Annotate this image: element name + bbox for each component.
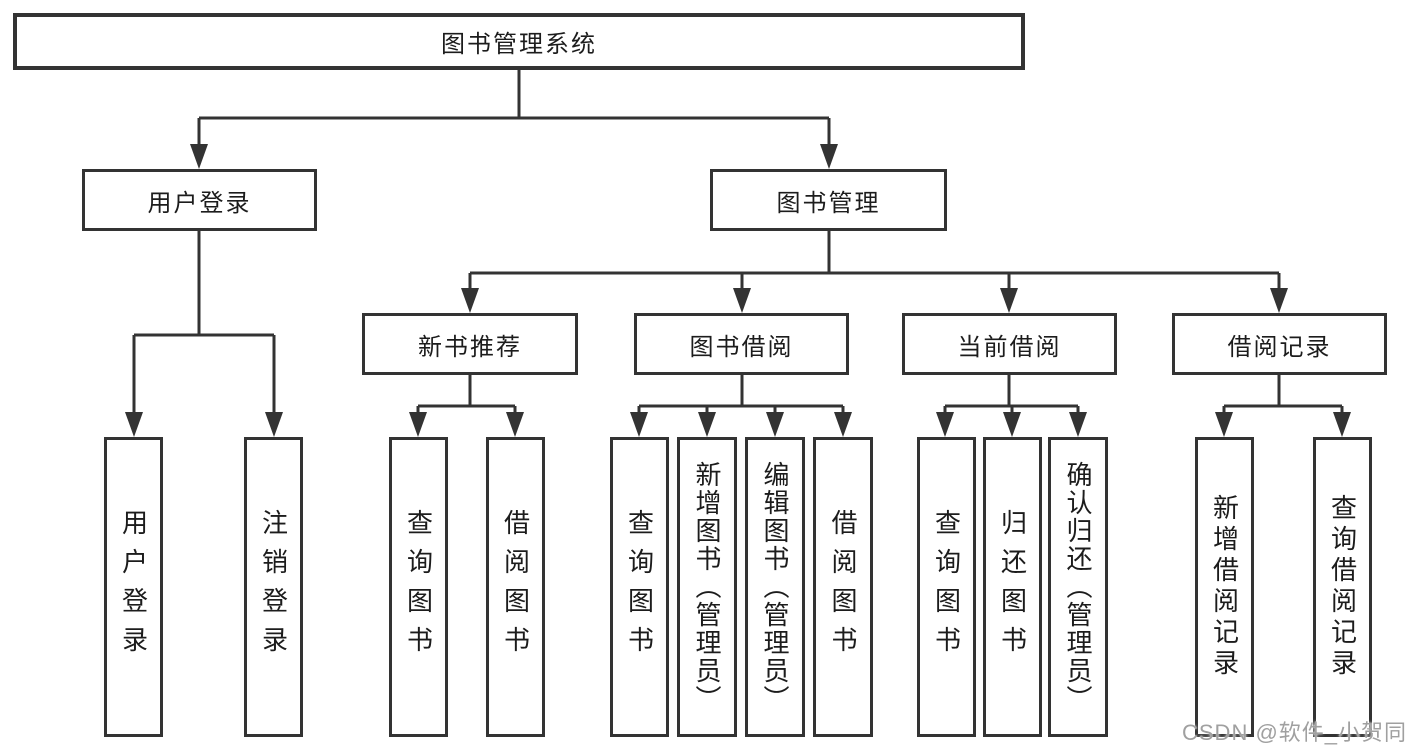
arrowhead — [698, 412, 716, 437]
leaf-label: 查询图书 — [403, 509, 434, 665]
leaf-label: 新增图书（管理员） — [692, 461, 722, 713]
node-label: 当前借阅 — [957, 333, 1062, 361]
leaf-query-books-recommend: 查询图书 — [389, 437, 448, 737]
leaf-label: 确认归还（管理员） — [1063, 461, 1093, 713]
leaf-confirm-return-admin: 确认归还（管理员） — [1048, 437, 1108, 737]
leaf-label: 借阅图书 — [500, 509, 531, 665]
leaf-borrow-books: 借阅图书 — [813, 437, 873, 737]
leaf-query-books-borrow: 查询图书 — [610, 437, 669, 737]
arrowhead — [1333, 412, 1351, 437]
arrowhead — [190, 144, 208, 169]
node-new-book-recommend: 新书推荐 — [362, 313, 578, 375]
leaf-add-books-admin: 新增图书（管理员） — [677, 437, 737, 737]
node-current-borrowing: 当前借阅 — [902, 313, 1117, 375]
arrowhead — [630, 412, 648, 437]
leaf-label: 注销登录 — [258, 509, 289, 665]
leaf-query-books-current: 查询图书 — [917, 437, 976, 737]
leaf-label: 编辑图书（管理员） — [760, 461, 790, 713]
node-label: 用户登录 — [147, 189, 252, 217]
leaf-add-borrow-record: 新增借阅记录 — [1195, 437, 1254, 737]
arrowhead — [1000, 288, 1018, 313]
arrowhead — [1270, 288, 1288, 313]
arrowhead — [936, 412, 954, 437]
leaf-logout: 注销登录 — [244, 437, 303, 737]
leaf-label: 借阅图书 — [828, 509, 858, 665]
leaf-label: 用户登录 — [118, 509, 149, 665]
arrowhead — [409, 412, 427, 437]
node-book-management-system: 图书管理系统 — [13, 13, 1025, 70]
leaf-query-borrow-record: 查询借阅记录 — [1313, 437, 1372, 737]
leaf-label: 查询图书 — [624, 509, 655, 665]
arrowhead — [733, 288, 751, 313]
leaf-label: 新增借阅记录 — [1209, 494, 1240, 680]
node-label: 图书管理 — [776, 189, 881, 217]
node-label: 图书管理系统 — [441, 31, 597, 58]
arrowhead — [766, 412, 784, 437]
node-label: 借阅记录 — [1227, 333, 1332, 361]
leaf-return-books: 归还图书 — [983, 437, 1042, 737]
node-book-management: 图书管理 — [710, 169, 947, 231]
node-borrowing-records: 借阅记录 — [1172, 313, 1387, 375]
arrowhead — [265, 412, 283, 437]
arrowhead — [506, 412, 524, 437]
leaf-label: 查询图书 — [931, 509, 962, 665]
node-label: 图书借阅 — [689, 333, 794, 361]
arrowhead — [1003, 412, 1021, 437]
arrowhead — [1069, 412, 1087, 437]
leaf-edit-books-admin: 编辑图书（管理员） — [745, 437, 805, 737]
node-label: 新书推荐 — [418, 333, 522, 361]
watermark: CSDN @软件_小贺同学 — [1182, 720, 1405, 745]
arrowhead — [834, 412, 852, 437]
leaf-label: 归还图书 — [997, 509, 1028, 665]
arrowhead — [820, 144, 838, 169]
leaf-label: 查询借阅记录 — [1327, 494, 1358, 680]
arrowhead — [125, 412, 143, 437]
node-user-login: 用户登录 — [82, 169, 317, 231]
node-book-borrowing: 图书借阅 — [634, 313, 849, 375]
arrowhead — [461, 288, 479, 313]
arrowhead — [1215, 412, 1233, 437]
leaf-user-login: 用户登录 — [104, 437, 163, 737]
leaf-borrow-books-recommend: 借阅图书 — [486, 437, 545, 737]
